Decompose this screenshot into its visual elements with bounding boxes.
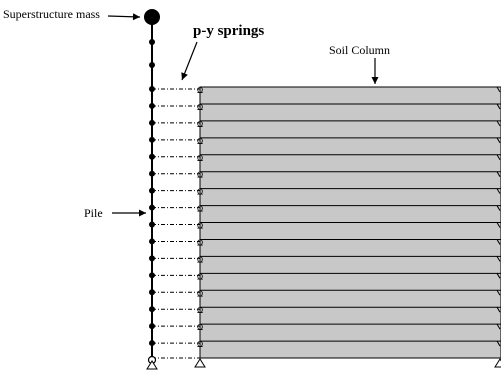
spring-glyph: Ω bbox=[197, 306, 203, 315]
spring-glyph: Ω bbox=[197, 154, 203, 163]
right-edge-tick bbox=[496, 205, 501, 211]
superstructure-mass-node bbox=[144, 9, 160, 25]
soil-column-arrow-head bbox=[371, 77, 379, 84]
pile-label: Pile bbox=[84, 206, 103, 220]
pile-node bbox=[149, 39, 155, 45]
pile-node bbox=[149, 272, 155, 279]
right-edge-tick bbox=[496, 273, 501, 279]
right-edge-tick bbox=[496, 289, 501, 296]
right-edge-tick bbox=[496, 256, 501, 262]
spring-glyph: Ω bbox=[197, 86, 203, 95]
pile-arrow-head bbox=[139, 209, 146, 217]
pile-node bbox=[149, 170, 155, 177]
spring-glyph: Ω bbox=[197, 272, 203, 281]
right-edge-tick bbox=[496, 86, 501, 93]
soil-support-icon bbox=[494, 358, 501, 368]
pile-node bbox=[149, 306, 155, 313]
pile-node bbox=[149, 221, 155, 228]
spring-glyph: Ω bbox=[197, 340, 203, 349]
pile-node bbox=[149, 136, 155, 143]
right-edge-tick bbox=[496, 154, 501, 161]
right-edge-tick bbox=[496, 239, 501, 245]
right-edge-tick bbox=[496, 188, 501, 194]
spring-glyph: Ω bbox=[197, 103, 203, 112]
pile-node bbox=[149, 204, 155, 211]
pile-node bbox=[149, 187, 155, 194]
spring-glyph: Ω bbox=[197, 238, 203, 247]
soil-column-label: Soil Column bbox=[329, 43, 391, 57]
pile-node bbox=[149, 238, 155, 245]
right-edge-tick bbox=[496, 120, 501, 127]
right-edge-tick bbox=[496, 171, 501, 177]
pile-node bbox=[149, 102, 155, 109]
pile-node bbox=[149, 153, 155, 160]
right-edge-tick bbox=[496, 340, 501, 347]
pile-node bbox=[149, 86, 155, 92]
right-edge-tick bbox=[496, 306, 501, 313]
spring-glyph: Ω bbox=[197, 188, 203, 197]
superstructure-arrow-head bbox=[132, 13, 140, 21]
spring-glyph: Ω bbox=[197, 255, 203, 264]
right-edge-tick bbox=[496, 103, 501, 110]
pile-support-icon bbox=[146, 360, 158, 370]
py-springs-label: p-y springs bbox=[193, 23, 265, 39]
pile-node bbox=[149, 289, 155, 296]
spring-glyph: Ω bbox=[197, 289, 203, 298]
spring-glyph: Ω bbox=[197, 137, 203, 146]
pile-node bbox=[149, 119, 155, 126]
spring-glyph: Ω bbox=[197, 205, 203, 214]
spring-glyph: Ω bbox=[197, 222, 203, 231]
spring-glyph: Ω bbox=[197, 171, 203, 180]
pile-node bbox=[149, 62, 155, 68]
spring-glyph: Ω bbox=[197, 120, 203, 129]
spring-glyph: Ω bbox=[197, 323, 203, 332]
py-springs-arrow-head bbox=[181, 72, 188, 80]
pile-node bbox=[149, 340, 155, 347]
right-edge-tick bbox=[496, 222, 501, 228]
pile-node bbox=[149, 323, 155, 330]
soil-support-icon bbox=[194, 358, 206, 368]
right-edge-tick bbox=[496, 137, 501, 144]
superstructure-mass-label: Superstructure mass bbox=[3, 7, 100, 21]
right-edge-tick bbox=[496, 323, 501, 330]
pile-node bbox=[149, 255, 155, 262]
